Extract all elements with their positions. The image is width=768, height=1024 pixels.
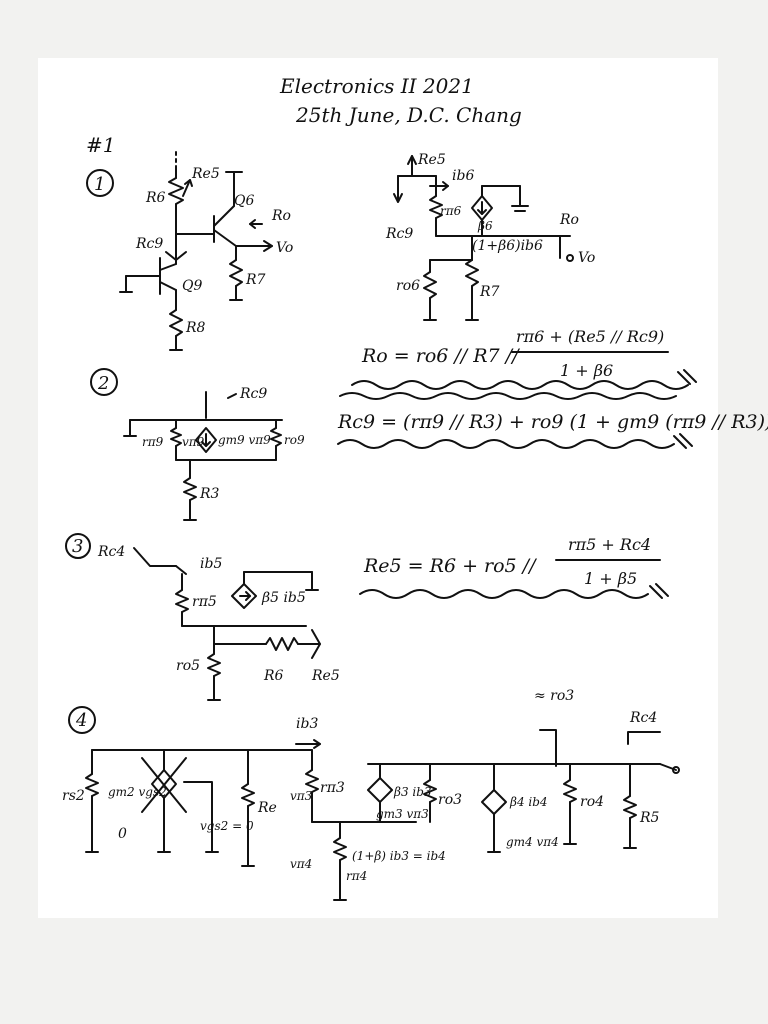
p4-rc4-label: Rc4 <box>629 710 657 726</box>
p1-vo2-label: Vo <box>578 250 595 266</box>
p1-q6-label: Q6 <box>234 193 254 209</box>
p1-vo-label: Vo <box>276 240 293 256</box>
part-3-circuit: 3 Rc4 ib5 rπ5 β5 ib5 Re5 R6 ro5 <box>65 533 340 701</box>
p4-ib4-label: (1+β) ib3 = ib4 <box>352 849 446 863</box>
p4-vgs2-label: vgs2 = 0 <box>200 819 254 833</box>
p4-re-label: Re <box>257 800 277 816</box>
p3-ro5-label: ro5 <box>176 658 200 674</box>
part-4-number: 4 <box>75 710 87 731</box>
p1-eq-denominator: 1 + β6 <box>560 361 613 380</box>
p3-rc4-label: Rc4 <box>97 544 125 560</box>
part-2-number: 2 <box>97 373 109 394</box>
p4-r5-label: R5 <box>639 810 660 826</box>
p3-r6-label: R6 <box>263 668 284 684</box>
notes-title: Electronics II 2021 <box>279 74 474 98</box>
p4-ib3-label: ib3 <box>296 716 318 732</box>
part-1-number: 1 <box>94 174 105 195</box>
p2-r3-label: R3 <box>199 486 220 502</box>
p3-rpi5-label: rπ5 <box>192 594 217 610</box>
p3-eq-denominator: 1 + β5 <box>584 569 637 588</box>
p4-zero-label: 0 <box>118 826 127 842</box>
p2-ro9-label: ro9 <box>284 433 305 447</box>
p1-q9-label: Q9 <box>182 278 202 294</box>
part-2-equation: Rc9 = (rπ9 // R3) + ro9 (1 + gm9 (rπ9 //… <box>337 411 768 449</box>
p1-re5-label: Re5 <box>191 166 220 182</box>
p1-ro2-label: Ro <box>559 212 579 228</box>
p1-ib6-label: ib6 <box>452 168 474 184</box>
p2-vpi9-label: vπ9 <box>182 435 205 449</box>
p3-eq-numerator: rπ5 + Rc4 <box>568 535 651 554</box>
problem-number: #1 <box>86 133 115 157</box>
p1-r6-label: R6 <box>145 190 166 206</box>
p4-gm2-label: gm2 vgs2 <box>108 785 167 799</box>
p4-rpi3-label: rπ3 <box>320 780 345 796</box>
part-2-circuit: 2 Rc9 rπ9 vπ9 gm9 vπ9 ro9 R3 <box>90 368 305 521</box>
p1-rc9-label: Rc9 <box>135 236 163 252</box>
p4-vpi3-label: vπ3 <box>290 789 313 803</box>
p3-eq-lhs: Re5 = R6 + ro5 // <box>363 555 537 577</box>
p4-ro3-label: ro3 <box>438 792 462 808</box>
part-3-equation: Re5 = R6 + ro5 // rπ5 + Rc4 1 + β5 <box>359 535 669 599</box>
p3-re5-label: Re5 <box>311 668 340 684</box>
p1-ro-label: Ro <box>271 208 291 224</box>
p4-beta3-label: β3 ib3 <box>393 785 432 799</box>
part-4-circuit: 4 ≈ ro3 Rc4 ib3 rs2 gm2 vgs2 0 vgs2 = 0 … <box>62 688 680 901</box>
p4-ro3-top-label: ≈ ro3 <box>534 688 574 704</box>
p1-ro6-label: ro6 <box>396 278 420 294</box>
p3-ib5-label: ib5 <box>200 556 222 572</box>
p4-gm4-label: gm4 vπ4 <box>506 835 559 849</box>
p4-ro4-label: ro4 <box>580 794 604 810</box>
paper-sheet <box>38 58 718 918</box>
part-1-small-signal: Re5 Rc9 rπ6 ib6 β6 (1+β6)ib6 R7 ro6 Ro <box>385 152 595 321</box>
p1-r7b-label: R7 <box>479 284 500 300</box>
p2-rc9-label: Rc9 <box>239 386 267 402</box>
p1-beta6-label: β6 <box>477 219 493 233</box>
p2-rpi9-label: rπ9 <box>142 435 164 449</box>
part-1-circuit: 1 R6 Re5 R7 Q6 Vo Ro Rc9 Q9 <box>86 151 293 351</box>
p2-eq-text: Rc9 = (rπ9 // R3) + ro9 (1 + gm9 (rπ9 //… <box>337 411 768 433</box>
p4-rs2-label: rs2 <box>62 788 85 804</box>
part-1-equation: Ro = ro6 // R7 // rπ6 + (Re5 // Rc9) 1 +… <box>339 327 697 400</box>
p1-r7-label: R7 <box>245 272 266 288</box>
p1-r8-label: R8 <box>185 320 206 336</box>
p4-beta4-label: β4 ib4 <box>509 795 548 809</box>
p4-vpi4-label: vπ4 <box>290 857 312 871</box>
p1-eq-lhs: Ro = ro6 // R7 // <box>361 345 520 367</box>
p1-eq-numerator: rπ6 + (Re5 // Rc9) <box>516 327 664 346</box>
p3-bib5-label: β5 ib5 <box>261 590 306 606</box>
p1-rc9-arrow-label: Rc9 <box>385 226 413 242</box>
p1-re5-arrow-label: Re5 <box>417 152 446 168</box>
notes-subtitle: 25th June, D.C. Chang <box>295 103 522 127</box>
p4-gm3-label: gm3 vπ3 <box>376 807 429 821</box>
p1-rpi6-label: rπ6 <box>440 204 462 218</box>
p4-rpi4-label: rπ4 <box>346 869 367 883</box>
p1-emitter-current: (1+β6)ib6 <box>472 238 543 254</box>
part-3-number: 3 <box>72 536 83 557</box>
p2-gm-label: gm9 vπ9 <box>218 433 271 447</box>
